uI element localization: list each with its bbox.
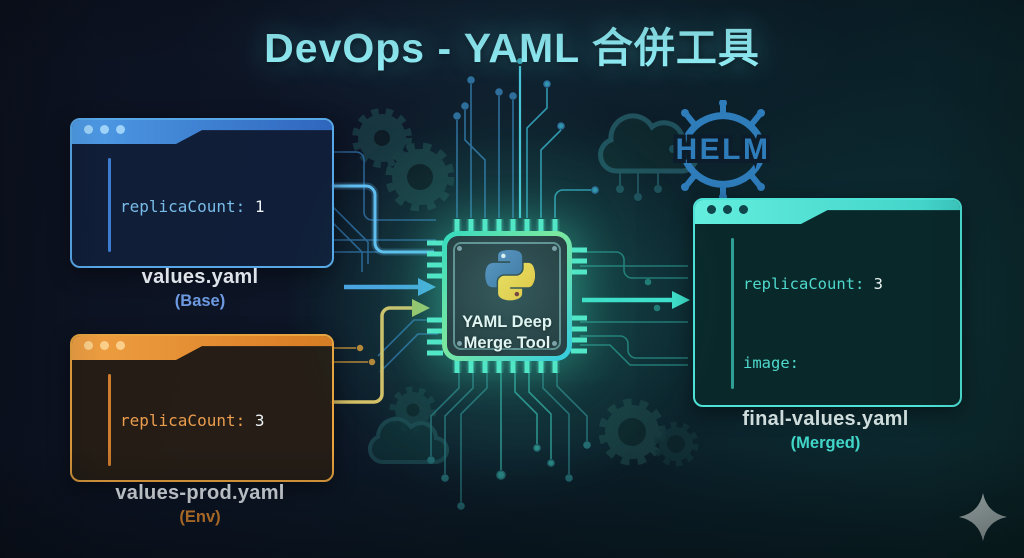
gear-icon xyxy=(653,421,699,467)
code-line: replicaCount: 1 xyxy=(120,197,265,216)
gear-icon xyxy=(385,142,455,212)
window-dot xyxy=(739,205,748,214)
screw-icon xyxy=(552,341,557,346)
file-label-base: values.yaml xyxy=(141,266,259,288)
arrow-chip-to-merged xyxy=(582,291,690,309)
window-dots xyxy=(84,125,125,134)
circuit-traces-bottom xyxy=(427,372,591,510)
window-values-base: replicaCount: 1 image: repository: nginx xyxy=(70,118,334,268)
window-dot xyxy=(116,341,125,350)
chip-label: YAML Deep Merge Tool xyxy=(447,312,567,354)
file-label-merged: final-values.yaml xyxy=(742,408,909,430)
arrow-env-to-chip xyxy=(330,299,430,404)
chip-inner-frame xyxy=(453,242,561,350)
window-values-merged: replicaCount: 3 image: repository: nginx… xyxy=(693,198,962,407)
arrow-base-to-chip xyxy=(344,278,436,296)
window-dots xyxy=(707,205,748,214)
window-dot xyxy=(84,125,93,134)
chip-panel: YAML Deep Merge Tool xyxy=(447,236,567,356)
window-dot xyxy=(84,341,93,350)
code-line: replicaCount: 3 xyxy=(120,411,265,430)
helm-label: HELM xyxy=(676,133,771,166)
file-sublabel-env: (Env) xyxy=(179,508,221,526)
sparkle-icon xyxy=(959,493,1007,541)
file-sublabel-base: (Base) xyxy=(174,292,226,310)
bright-trace xyxy=(330,184,434,254)
merge-tool-chip: YAML Deep Merge Tool xyxy=(442,231,572,361)
window-dot xyxy=(116,125,125,134)
indent-guide xyxy=(108,158,111,252)
window-dots xyxy=(84,341,125,350)
file-label-env: values-prod.yaml xyxy=(115,482,285,504)
window-dot xyxy=(707,205,716,214)
code-block: replicaCount: 1 image: repository: nginx xyxy=(120,158,326,266)
python-eye xyxy=(514,291,520,297)
screw-icon xyxy=(457,246,462,251)
chip-label-line2: Merge Tool xyxy=(463,334,551,352)
screw-icon xyxy=(457,341,462,346)
window-dot xyxy=(100,341,109,350)
screw-icon xyxy=(552,246,557,251)
chip-label-line1: YAML Deep xyxy=(462,313,552,331)
circuit-traces-top xyxy=(453,76,599,218)
code-block: replicaCount: 3 image: repository: nginx… xyxy=(743,236,954,405)
code-line: image: xyxy=(743,354,799,372)
chip-pins xyxy=(427,219,587,373)
helm-logo: HELM xyxy=(672,100,772,200)
code-block: replicaCount: 3 ingress: enabled: true xyxy=(120,372,326,480)
trace-dot xyxy=(517,58,523,64)
page-title: DevOps - YAML 合併工具 xyxy=(264,25,760,71)
python-eye xyxy=(501,253,506,259)
gear-icon xyxy=(598,398,666,466)
circuit-traces-env xyxy=(330,344,376,366)
code-line: replicaCount: 3 xyxy=(743,275,883,293)
cloud-icon xyxy=(598,113,700,201)
indent-guide xyxy=(731,238,734,389)
file-sublabel-merged: (Merged) xyxy=(790,434,861,452)
window-dot xyxy=(723,205,732,214)
window-dot xyxy=(100,125,109,134)
window-values-env: replicaCount: 3 ingress: enabled: true xyxy=(70,334,334,482)
cloud-icon xyxy=(367,416,449,465)
indent-guide xyxy=(108,374,111,466)
python-logo-icon xyxy=(485,249,535,301)
gear-icon xyxy=(352,108,412,168)
circuit-traces-right xyxy=(580,251,688,366)
